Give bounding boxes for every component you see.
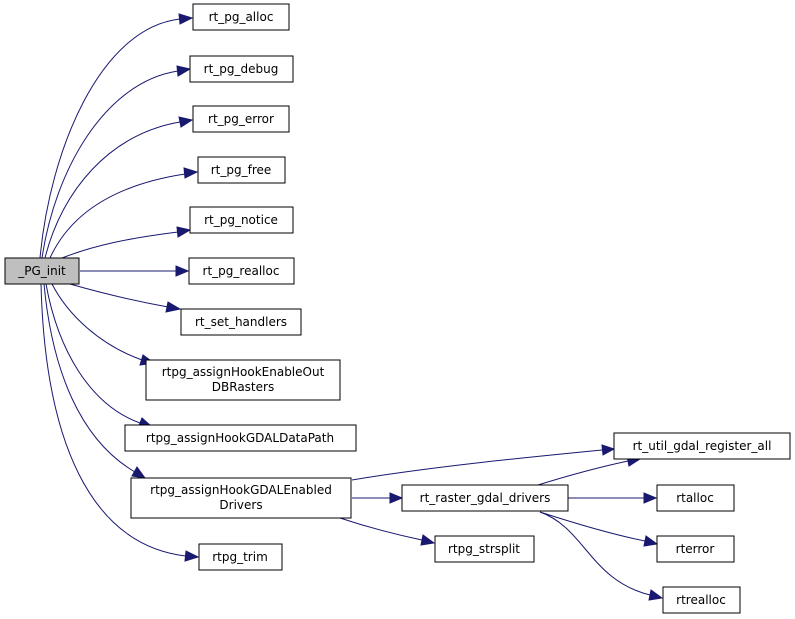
edge-arrowhead (178, 13, 194, 25)
node-rtpg-trim[interactable]: rtpg_trim (198, 543, 283, 571)
node-rt-pg-realloc[interactable]: rt_pg_realloc (188, 257, 295, 285)
edge-root-to-gdal-data-path (45, 283, 141, 424)
edge-arrowhead (131, 466, 147, 479)
node-rt-pg-debug[interactable]: rt_pg_debug (189, 55, 294, 83)
edge-raster-gdal-drivers-to-register-all (537, 460, 629, 486)
node-label-line-2: Drivers (219, 498, 262, 512)
node-label: rtpg_assignHookGDALDataPath (146, 431, 334, 445)
edge-arrowhead (176, 226, 192, 238)
node-rt-pg-notice[interactable]: rt_pg_notice (189, 206, 294, 234)
node-label: rt_set_handlers (195, 315, 287, 329)
edge-root-to-rt-pg-notice (61, 231, 179, 259)
edge-arrowhead (389, 492, 404, 504)
node-rt-pg-error[interactable]: rt_pg_error (192, 105, 290, 133)
edge-arrowhead (178, 116, 194, 128)
edge-arrowhead (643, 492, 658, 504)
edge-root-to-rt-pg-debug (41, 70, 179, 259)
node-rt-pg-free[interactable]: rt_pg_free (197, 156, 286, 184)
edge-root-to-rt-pg-error (44, 121, 181, 259)
node-label: rt_pg_debug (204, 62, 279, 76)
edge-arrowhead (165, 301, 182, 313)
edge-arrowhead (648, 589, 664, 601)
node-rt-raster-gdal-drivers[interactable]: rt_raster_gdal_drivers (401, 484, 569, 512)
node-rtpg-strsplit[interactable]: rtpg_strsplit (434, 535, 535, 563)
node-rtrealloc[interactable]: rtrealloc (662, 586, 741, 614)
node-rtpg-assign-hook-enable-out-db-rasters[interactable]: rtpg_assignHookEnableOut DBRasters (145, 359, 341, 401)
edge-raster-gdal-drivers-to-rterror (539, 511, 646, 542)
node-rtpg-assign-hook-gdal-enabled-drivers[interactable]: rtpg_assignHookGDALEnabled Drivers (130, 477, 352, 519)
node-rterror[interactable]: rterror (656, 535, 735, 563)
edge-root-to-rt-pg-alloc (39, 18, 181, 259)
edge-arrowhead (420, 534, 436, 546)
node-rt-pg-alloc[interactable]: rt_pg_alloc (192, 3, 290, 31)
edge-arrowhead (643, 535, 659, 547)
node-rtalloc[interactable]: rtalloc (656, 484, 735, 512)
node-label: rt_raster_gdal_drivers (420, 491, 551, 505)
edge-arrowhead (176, 65, 192, 77)
edge-root-to-rt-set-handlers (69, 283, 169, 308)
node-label-line-1: rtpg_assignHookEnableOut (162, 365, 325, 379)
node-label-line-2: DBRasters (212, 380, 274, 394)
edge-arrowhead (175, 265, 190, 277)
node-label-line-1: rtpg_assignHookGDALEnabled (150, 483, 332, 497)
node-label: rt_pg_realloc (203, 264, 280, 278)
node-label: rtpg_trim (212, 550, 268, 564)
edge-enabled-drivers-to-register-all (351, 449, 603, 481)
node-rtpg-assign-hook-gdal-data-path[interactable]: rtpg_assignHookGDALDataPath (124, 424, 357, 452)
node-label: rt_util_gdal_register_all (633, 439, 772, 453)
node-pg-init[interactable]: _PG_init (4, 257, 80, 285)
node-label: rterror (676, 542, 715, 556)
edge-enabled-drivers-to-strsplit (339, 517, 423, 541)
edge-arrowhead (601, 444, 616, 456)
node-label: rt_pg_free (211, 163, 272, 177)
nodes: _PG_init rt_pg_alloc rt_pg_debug rt_pg_e… (4, 3, 791, 614)
node-label: rtalloc (676, 491, 714, 505)
node-label: rtpg_strsplit (448, 542, 520, 556)
node-label: rt_pg_error (208, 112, 274, 126)
edge-arrowhead (184, 550, 200, 562)
node-label: rtrealloc (676, 593, 726, 607)
node-rt-util-gdal-register-all[interactable]: rt_util_gdal_register_all (613, 432, 791, 460)
edge-root-to-rt-pg-free (49, 173, 186, 259)
node-label: rt_pg_notice (204, 213, 278, 227)
edge-root-to-enable-out-db (51, 283, 143, 361)
edge-root-to-gdal-enabled-drivers (43, 283, 136, 473)
node-rt-set-handlers[interactable]: rt_set_handlers (180, 308, 302, 336)
node-label: _PG_init (17, 264, 66, 278)
edge-arrowhead (183, 167, 199, 179)
edge-raster-gdal-drivers-to-rtrealloc (539, 511, 651, 596)
edge-root-to-rtpg-trim (40, 283, 187, 557)
edges (39, 13, 664, 601)
node-label: rt_pg_alloc (209, 10, 274, 24)
